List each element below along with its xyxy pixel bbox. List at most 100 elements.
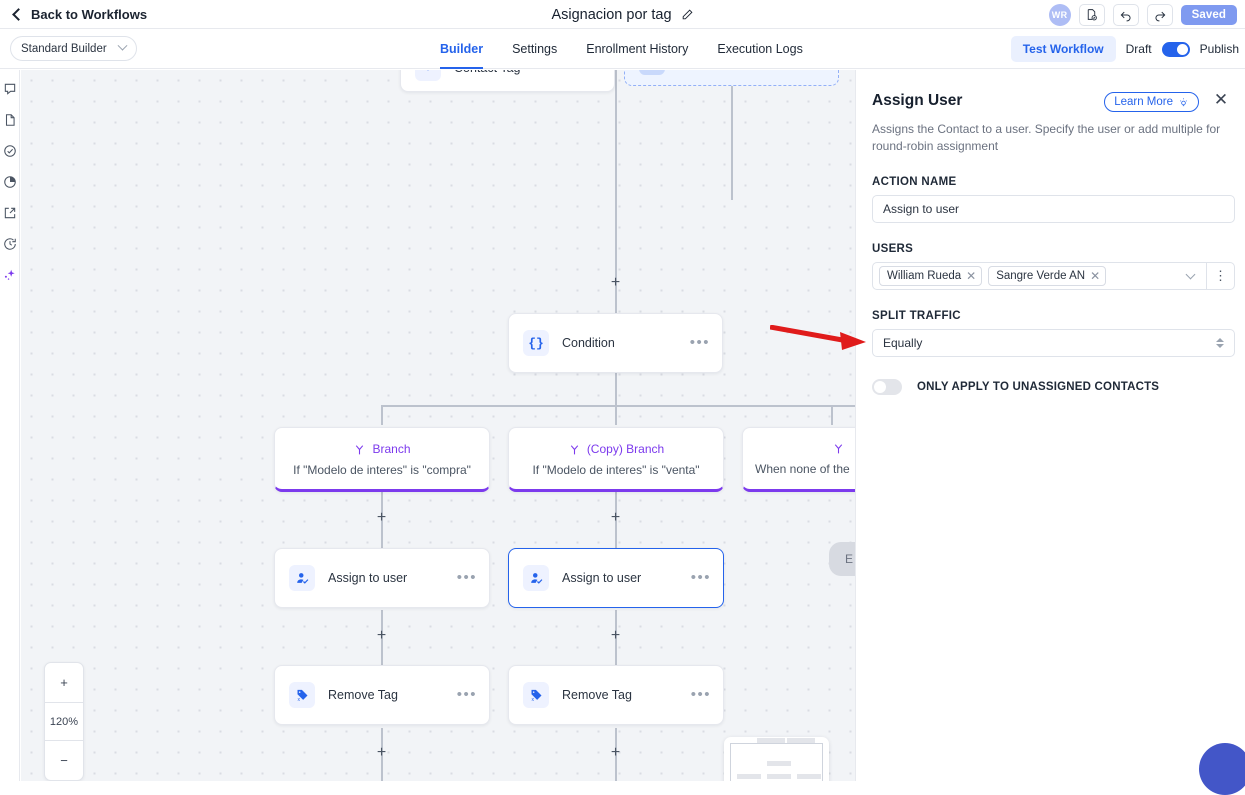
connector-line [381,405,855,407]
add-step-button[interactable]: + [376,743,387,761]
undo-icon[interactable] [1112,3,1139,26]
caret-down-icon [1216,343,1224,348]
pencil-icon[interactable] [681,8,694,21]
workflow-node-remove-tag-2[interactable]: x Remove Tag ••• [508,665,724,725]
sub-bar: Standard Builder Builder Settings Enroll… [0,29,1245,69]
connector-line [615,610,617,670]
workflow-node-condition[interactable]: {} Condition ••• [508,313,723,373]
users-multiselect[interactable]: William Rueda ✕ Sangre Verde AN ✕ ⋮ [872,261,1235,290]
minimap-node [757,738,785,743]
add-step-button[interactable]: + [376,508,387,526]
branch-title-row: (Copy) Branch [509,442,723,456]
tab-builder[interactable]: Builder [440,29,484,69]
canvas-minimap[interactable] [724,737,829,781]
saved-button[interactable]: Saved [1180,4,1237,25]
users-chip-list: William Rueda ✕ Sangre Verde AN ✕ [873,265,1187,286]
tag-trigger-icon [415,70,441,81]
chevron-down-icon [117,40,128,51]
workflow-canvas[interactable]: Contact Tag Add New Trigger + {} Conditi… [21,70,855,781]
zoom-out-button[interactable]: − [60,753,68,768]
split-traffic-value: Equally [883,335,923,350]
tab-settings[interactable]: Settings [512,42,558,56]
branch-icon [356,444,364,454]
collapsed-edge-pill[interactable]: E [829,542,855,576]
workflow-branch-node-3[interactable]: When none of the [742,427,855,492]
connector-line [615,373,617,425]
minimap-viewport [730,738,823,781]
workflow-node-label: Assign to user [562,571,642,585]
stepper-icon [1216,337,1224,348]
add-step-button[interactable]: + [376,626,387,644]
workflow-node-label: Remove Tag [562,688,632,702]
connector-line [381,492,383,550]
assign-user-icon [523,565,549,591]
sparkles-icon[interactable] [3,268,17,282]
avatar[interactable]: WR [1048,3,1071,26]
chat-bubble-icon[interactable] [3,82,17,96]
remove-user-icon[interactable]: ✕ [1090,268,1101,283]
user-chip: William Rueda ✕ [879,265,983,286]
close-icon[interactable]: ✕ [1213,90,1229,109]
ellipsis-icon[interactable]: ••• [456,686,477,703]
redo-icon[interactable] [1146,3,1173,26]
add-step-button[interactable]: + [610,626,621,644]
workflow-node-remove-tag-1[interactable]: x Remove Tag ••• [274,665,490,725]
ellipsis-icon[interactable]: ••• [690,569,711,586]
connector-line [615,405,617,425]
unassigned-contacts-row: ONLY APPLY TO UNASSIGNED CONTACTS [872,378,1226,395]
test-workflow-button[interactable]: Test Workflow [1010,36,1116,62]
back-to-workflows-label: Back to Workflows [31,6,148,22]
check-circle-icon[interactable] [3,144,17,158]
builder-mode-select[interactable]: Standard Builder [10,36,137,61]
clock-history-icon[interactable] [3,237,17,251]
workflow-node-assign-user-1[interactable]: Assign to user ••• [274,548,490,608]
learn-more-button[interactable]: Learn More [1104,92,1199,112]
add-step-button[interactable]: + [610,508,621,526]
workflow-branch-node-2[interactable]: (Copy) Branch If "Modelo de interes" is … [508,427,724,492]
action-name-input[interactable]: Assign to user [872,194,1235,223]
ellipsis-icon[interactable]: ••• [689,334,710,351]
add-step-button[interactable]: + [610,273,621,291]
top-bar: Back to Workflows Asignacion por tag WR … [0,0,1245,29]
action-name-label: ACTION NAME [872,175,957,188]
kebab-menu-icon[interactable]: ⋮ [1206,262,1234,289]
minimap-node [767,761,791,766]
ellipsis-icon[interactable]: ••• [456,569,477,586]
user-chip: Sangre Verde AN ✕ [988,265,1107,286]
toggle-knob [874,380,886,393]
workflow-node-assign-user-2[interactable]: Assign to user ••• [508,548,724,608]
tab-bar: Builder Settings Enrollment History Exec… [440,29,803,69]
external-link-icon[interactable] [3,206,17,220]
branch-subtitle: When none of the [755,462,850,476]
assign-user-icon [289,565,315,591]
left-icon-rail [0,70,20,781]
tab-enrollment-history[interactable]: Enrollment History [586,42,689,56]
workflow-node-contact-tag[interactable]: Contact Tag [400,70,615,92]
split-traffic-select[interactable]: Equally [872,328,1235,357]
workflow-node-label: Condition [562,336,615,350]
add-new-trigger-node[interactable]: Add New Trigger [624,70,839,86]
panel-description: Assigns the Contact to a user. Specify t… [872,122,1221,154]
connector-line [381,610,383,670]
publish-toggle[interactable] [1161,41,1190,57]
edge-pill-label: E [845,552,854,566]
workflow-branch-node-1[interactable]: Branch If "Modelo de interes" is "compra… [274,427,490,492]
zoom-in-button[interactable]: + [60,675,68,690]
ellipsis-icon[interactable]: ••• [690,686,711,703]
tab-execution-logs[interactable]: Execution Logs [717,42,803,56]
branch-subtitle: If "Modelo de interes" is "compra" [293,463,471,477]
file-icon[interactable] [3,113,17,127]
remove-user-icon[interactable]: ✕ [966,268,977,283]
page-title: Asignacion por tag [551,6,672,23]
branch-title-row [743,442,855,455]
branch-icon [570,444,578,454]
add-step-button[interactable]: + [610,743,621,761]
support-chat-button[interactable] [1199,743,1245,795]
back-to-workflows-link[interactable]: Back to Workflows [12,6,148,22]
unassigned-contacts-toggle[interactable] [872,378,902,395]
minimap-node [787,738,815,743]
workflow-node-label: Assign to user [328,571,408,585]
pie-chart-icon[interactable] [3,175,17,189]
chevron-down-icon[interactable] [1185,269,1196,280]
document-check-icon[interactable] [1078,3,1105,26]
